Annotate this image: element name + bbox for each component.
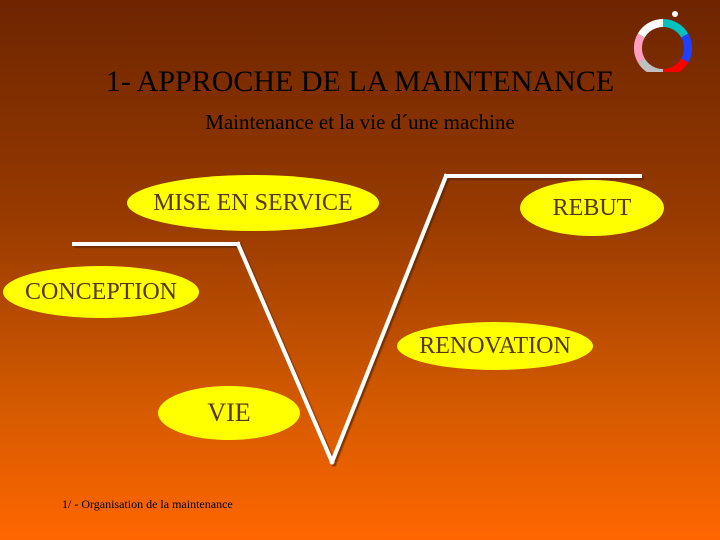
v-descending-line xyxy=(235,241,335,465)
ring-segment-blue xyxy=(681,33,692,63)
stage-renovation: RENOVATION xyxy=(397,322,593,370)
stage-mise-en-service: MISE EN SERVICE xyxy=(127,175,379,231)
slide-footer: 1/ - Organisation de la maintenance xyxy=(62,497,233,511)
ring-segment-white xyxy=(637,18,664,38)
stage-conception: CONCEPTION xyxy=(3,266,199,318)
ring-segment-pink xyxy=(634,33,645,63)
v-ascending-line xyxy=(329,173,449,465)
color-ring-logo-icon xyxy=(634,11,692,72)
ring-segment-red xyxy=(662,58,689,72)
slide-subtitle: Maintenance et la vie d´une machine xyxy=(205,110,515,134)
ring-segment-cyan xyxy=(662,18,689,38)
logo-dot xyxy=(672,11,678,17)
ring-segment-grey xyxy=(637,58,664,72)
stage-rebut: REBUT xyxy=(520,180,664,236)
slide-title: 1- APPROCHE DE LA MAINTENANCE xyxy=(105,65,615,98)
stage-vie: VIE xyxy=(158,386,300,440)
